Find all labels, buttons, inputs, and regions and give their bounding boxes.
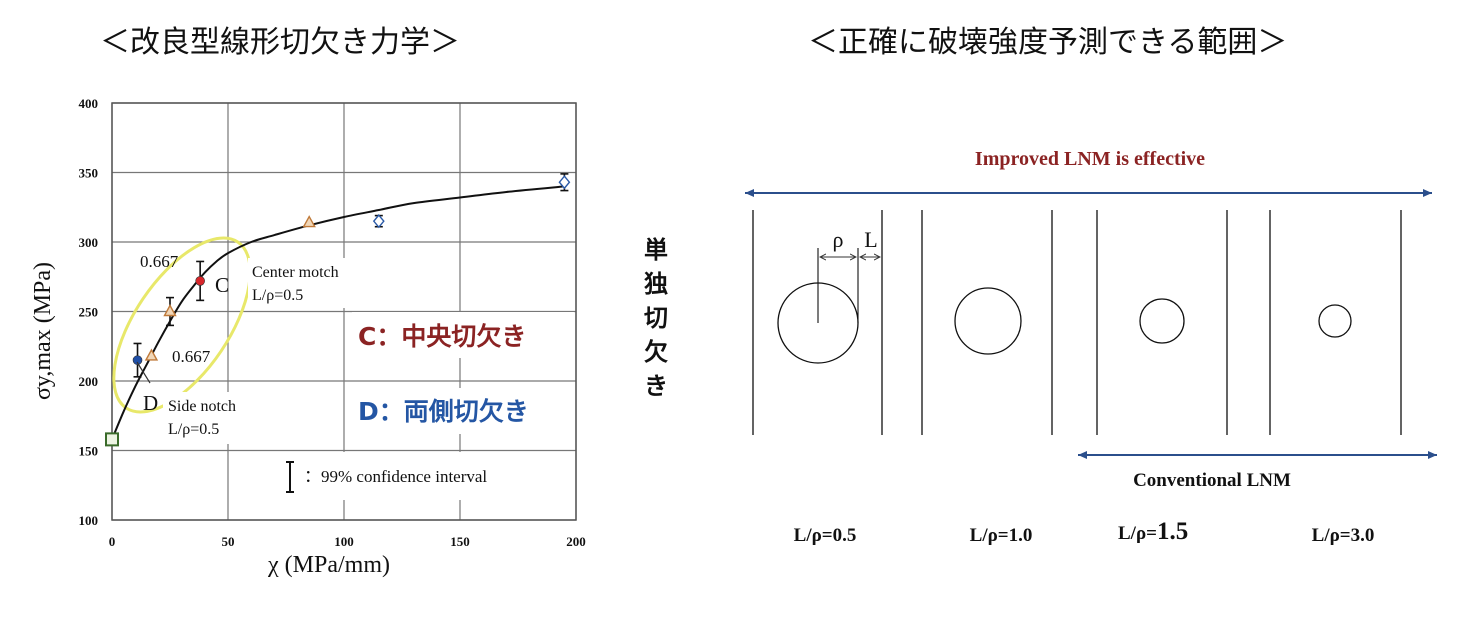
d-connector bbox=[136, 361, 151, 384]
data-point-circle bbox=[132, 355, 143, 365]
x-tick-label: 100 bbox=[334, 534, 354, 549]
ci-legend-box bbox=[278, 452, 568, 500]
fit-curve bbox=[111, 185, 565, 440]
side-label-char: 単 bbox=[644, 236, 668, 264]
conventional-lnm-label: Conventional LNM bbox=[1133, 470, 1291, 491]
data-point-square bbox=[105, 432, 119, 447]
y-tick-label: 150 bbox=[79, 444, 99, 459]
data-point-triangle bbox=[144, 348, 159, 361]
side-label-char: 欠 bbox=[644, 338, 668, 366]
data-point-diamond bbox=[558, 175, 571, 190]
right-title: ＜正確に破壊強度予測できる範囲＞ bbox=[808, 25, 1287, 60]
ratio-label-1: L/ρ=1.0 bbox=[970, 525, 1033, 546]
y-tick-label: 300 bbox=[79, 235, 99, 250]
side-label-char: き bbox=[644, 372, 668, 400]
chart: 0 50 100 150 200 100 150 200 250 300 350 400 χ (MPa… bbox=[30, 96, 586, 578]
d-letter: D bbox=[143, 391, 158, 415]
side-label-char: 独 bbox=[644, 270, 668, 298]
y-tick-label: 100 bbox=[79, 513, 99, 528]
ratio-label-0: L/ρ=0.5 bbox=[794, 525, 857, 546]
y-axis-label: σy,max (MPa) bbox=[30, 262, 56, 400]
data-point-diamond bbox=[372, 214, 385, 229]
single-notch-label: 単 独 切 欠 き bbox=[644, 236, 668, 400]
data-point-circle bbox=[195, 276, 205, 286]
center-ratio-label: L/ρ=0.5 bbox=[252, 287, 303, 304]
ci-legend-label: ：99% confidence interval bbox=[304, 467, 487, 486]
ratio-label-2: L/ρ=1.5 bbox=[1118, 518, 1188, 545]
x-tick-label: 150 bbox=[450, 534, 470, 549]
y-tick-label: 350 bbox=[79, 166, 99, 181]
notch-hole bbox=[1318, 304, 1352, 338]
y-tick-label: 250 bbox=[79, 305, 99, 320]
y-tick-label: 200 bbox=[79, 374, 99, 389]
rho-label: ρ bbox=[833, 227, 844, 252]
center-notch-label: Center motch bbox=[252, 264, 339, 281]
data-point-triangle bbox=[302, 215, 316, 228]
c-legend: C：中央切欠き bbox=[358, 322, 526, 351]
d-legend: D：両側切欠き bbox=[358, 397, 529, 426]
c-legend-box bbox=[352, 312, 574, 358]
plot-frame bbox=[111, 102, 577, 521]
data-point-triangle bbox=[163, 304, 177, 317]
side-ratio-label: L/ρ=0.5 bbox=[168, 421, 219, 438]
d-legend-box bbox=[352, 388, 574, 434]
improved-lnm-label: Improved LNM is effective bbox=[975, 148, 1205, 170]
x-tick-label: 50 bbox=[222, 534, 235, 549]
tick-labels: 0 50 100 150 200 100 150 200 250 300 350 400 bbox=[79, 96, 586, 549]
x-tick-label: 0 bbox=[109, 534, 116, 549]
left-title: ＜改良型線形切欠き力学＞ bbox=[100, 25, 460, 60]
side-notch-box bbox=[163, 392, 261, 444]
ci-legend-symbol bbox=[286, 461, 294, 493]
x-axis-label: χ (MPa/mm) bbox=[267, 552, 390, 578]
ratio-label-2-value: 1.5 bbox=[1157, 518, 1188, 545]
lower-value-label: 0.667 bbox=[172, 347, 211, 366]
ratio-label-3: L/ρ=3.0 bbox=[1312, 525, 1375, 546]
side-label-char: 切 bbox=[644, 304, 668, 332]
y-tick-label: 400 bbox=[79, 96, 99, 111]
l-label: L bbox=[864, 227, 877, 252]
center-notch-box bbox=[248, 258, 366, 308]
notch-hole bbox=[954, 287, 1022, 355]
side-notch-label: Side notch bbox=[168, 398, 236, 415]
ratio-label-2-prefix: L/ρ= bbox=[1118, 523, 1157, 544]
c-letter: C bbox=[215, 273, 229, 297]
notch-hole bbox=[1139, 298, 1185, 344]
upper-value-label: 0.667 bbox=[140, 252, 179, 271]
notch-diagram: Improved LNM is effective ρ L Convention… bbox=[745, 148, 1437, 546]
x-tick-label: 200 bbox=[566, 534, 586, 549]
data-points bbox=[105, 173, 571, 447]
